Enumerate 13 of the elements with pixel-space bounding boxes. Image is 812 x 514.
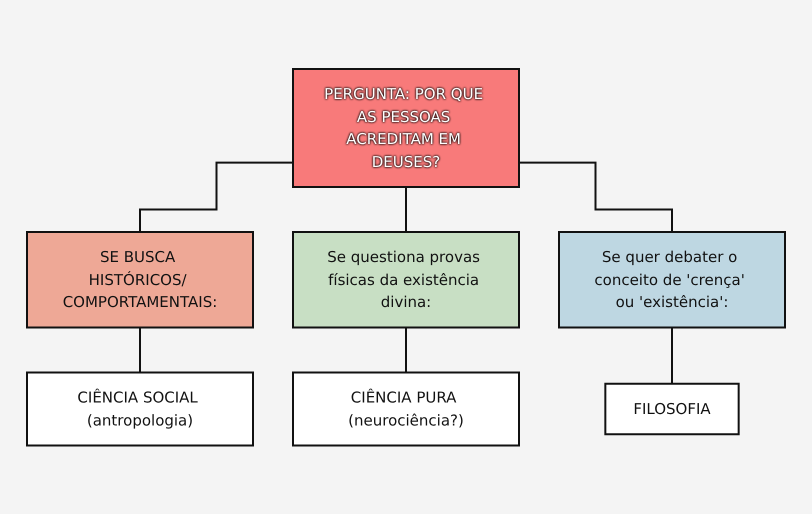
node-box: PERGUNTA: POR QUE AS PESSOAS ACREDITAM EM DEUSES? [292, 68, 520, 188]
connector [671, 326, 673, 384]
connector [139, 161, 293, 233]
node-box: Se quer debater o conceito de 'crença' ou 'existência': [558, 230, 786, 328]
node-box: SE BUSCA HISTÓRICOS/ COMPORTAMENTAIS: [26, 230, 254, 328]
node-box: FILOSOFIA [604, 382, 740, 435]
connector [405, 326, 407, 374]
node-box: CIÊNCIA PURA (neurociência?) [292, 371, 520, 446]
connector [139, 326, 141, 374]
connector [519, 161, 673, 233]
connector [405, 186, 407, 233]
node-box: Se questiona provas físicas da existência divina: [292, 230, 520, 328]
node-box: CIÊNCIA SOCIAL (antropologia) [26, 371, 254, 446]
